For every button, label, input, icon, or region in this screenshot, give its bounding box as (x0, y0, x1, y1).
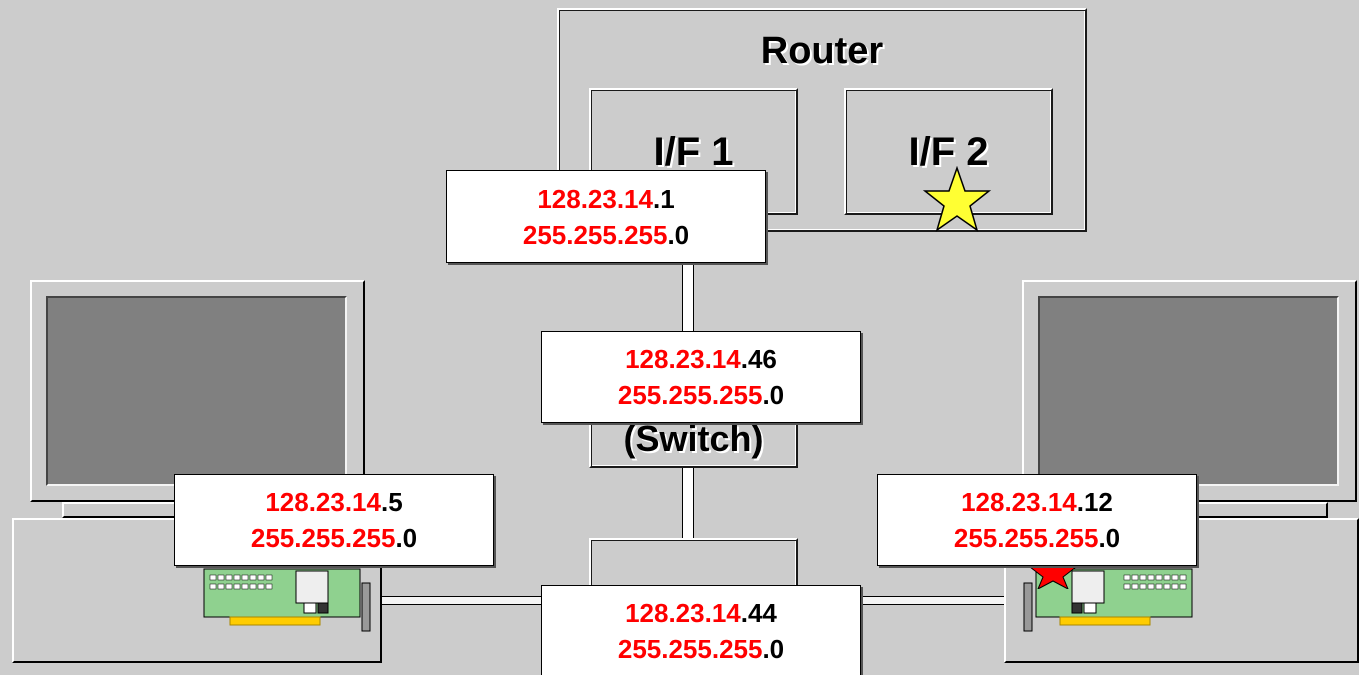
mask-network: 255.255.255 (523, 220, 668, 250)
ip-host: .46 (741, 344, 777, 374)
ip-box-switch: 128.23.14.46 255.255.255.0 (541, 331, 861, 423)
ip-box-pc-right: 128.23.14.12 255.255.255.0 (877, 474, 1197, 566)
wire-right-pc-hub (861, 596, 1026, 605)
mask-network: 255.255.255 (251, 523, 396, 553)
mask-host: .0 (1098, 523, 1120, 553)
ip-network: 128.23.14 (961, 487, 1077, 517)
ip-host: .1 (653, 184, 675, 214)
router-label: Router (557, 30, 1087, 73)
ip-box-pc-left: 128.23.14.5 255.255.255.0 (174, 474, 494, 566)
wire-switch-hub (682, 468, 694, 538)
left-monitor-screen (46, 296, 347, 486)
mask-host: .0 (762, 634, 784, 664)
ip-box-hub: 128.23.14.44 255.255.255.0 (541, 585, 861, 675)
mask-host: .0 (762, 380, 784, 410)
ip-box-router-if1: 128.23.14.1 255.255.255.0 (446, 170, 766, 263)
ip-network: 128.23.14 (265, 487, 381, 517)
star-icon (922, 166, 992, 234)
wire-left-pc-hub (372, 596, 542, 605)
right-monitor-screen (1038, 296, 1339, 486)
ip-host: .12 (1077, 487, 1113, 517)
mask-host: .0 (395, 523, 417, 553)
mask-network: 255.255.255 (618, 380, 763, 410)
ip-network: 128.23.14 (625, 344, 741, 374)
ip-host: .44 (741, 598, 777, 628)
ip-host: .5 (381, 487, 403, 517)
mask-network: 255.255.255 (954, 523, 1099, 553)
ip-network: 128.23.14 (537, 184, 653, 214)
mask-host: .0 (667, 220, 689, 250)
interface-1-label: I/F 1 (589, 130, 798, 175)
mask-network: 255.255.255 (618, 634, 763, 664)
ip-network: 128.23.14 (625, 598, 741, 628)
switch-label: (Switch) (589, 418, 798, 460)
wire-router-switch (682, 262, 694, 332)
left-network-card-icon (200, 565, 380, 635)
